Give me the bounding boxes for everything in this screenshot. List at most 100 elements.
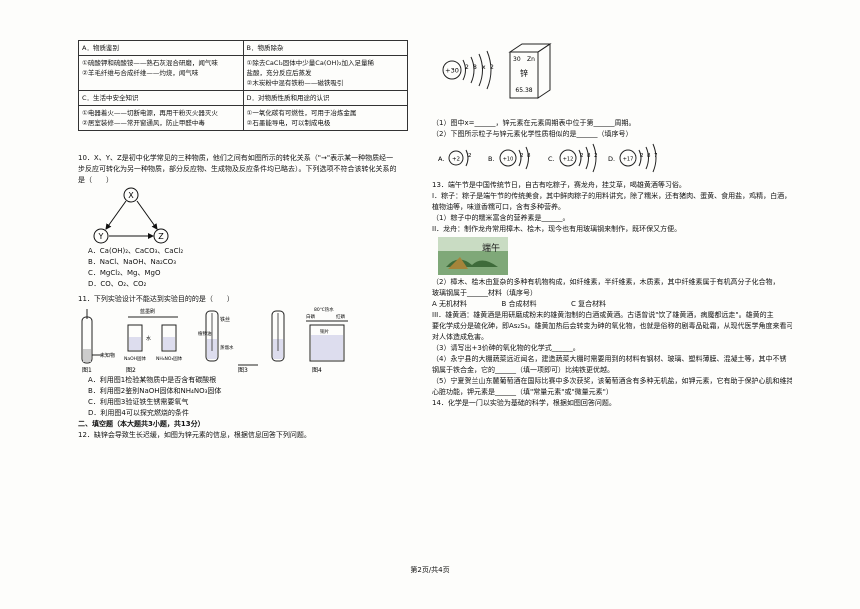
figure-2-label: 图2 (126, 367, 136, 374)
zinc-periodic-tile: 30 Zn 锌 65.38 (508, 43, 552, 99)
arrow-x-z (136, 200, 158, 230)
svg-text:D.: D. (608, 155, 615, 163)
q10-line3: 是（ ） (78, 176, 113, 184)
zinc-atom-structure: +30 2 8 x 2 (442, 50, 494, 90)
svg-text:+17: +17 (623, 157, 634, 163)
svg-text:C.: C. (548, 155, 555, 163)
svg-text:2: 2 (465, 64, 469, 71)
xyz-cycle-diagram: X Y Z (93, 187, 169, 244)
figure-2: 蓝墨刷 水 NaOH固体 NH₄NO₃固体 图2 (124, 308, 183, 374)
q10-option-b: B．NaCl、NaOH、Na₂CO₃ (88, 258, 176, 266)
cell-d-1: ①一氧化碳有可燃性，可用于冶炼金属 (246, 109, 357, 117)
node-z (153, 228, 169, 244)
q10-line2: 步反应可转化为另一种物质，部分反应物、生成物及反应条件均已略去）。下列选项不符合… (78, 165, 397, 173)
svg-text:8: 8 (527, 153, 531, 159)
svg-text:x: x (482, 64, 486, 71)
particle-a: A. +2 2 (438, 149, 472, 167)
svg-text:红磷: 红磷 (336, 313, 345, 320)
cell-b-1: ①除去CaCl₂固体中少量Ca(OH)₂加入足量稀 (246, 59, 375, 67)
figure-4-label: 图4 (312, 367, 322, 374)
svg-text:NaOH固体: NaOH固体 (124, 355, 147, 362)
q14-stem: 14．化学是一门以实验为基础的科学，根据如图回答问题。 (432, 399, 616, 407)
q10-option-a: A．Ca(OH)₂、CaCO₃、CaCl₂ (88, 247, 184, 255)
svg-text:2: 2 (580, 153, 584, 159)
svg-text:蓝墨刷: 蓝墨刷 (140, 308, 155, 315)
option-table: A．物质鉴别 ①硫酸钾和硫酸铵——熟石灰混合研磨，闻气味 ②羊毛纤维与合成纤维—… (78, 40, 408, 131)
node-x-label: X (128, 191, 134, 200)
particle-structures: A. +2 2 B. +10 2 8 C. +12 (438, 143, 658, 173)
svg-text:B.: B. (488, 155, 495, 163)
cell-d: D．对物质性质和用途的认识 ①一氧化碳有可燃性，可用于冶炼金属 ②石墨能导电，可… (242, 90, 408, 131)
svg-text:锌: 锌 (520, 68, 528, 78)
q13-line3: 植物油等，味道香糯可口，含有多种营养。 (432, 203, 565, 211)
svg-text:7: 7 (654, 153, 658, 159)
svg-text:+2: +2 (452, 157, 460, 163)
svg-text:30: 30 (513, 56, 521, 63)
figure-1: 未知物 图1 (81, 309, 115, 374)
cell-b-1b: 盐酸，充分反应后蒸发 (246, 69, 312, 77)
cell-a: A．物质鉴别 ①硫酸钾和硫酸铵——熟石灰混合研磨，闻气味 ②羊毛纤维与合成纤维—… (78, 40, 244, 91)
q13-line7: 玻璃钢属于______材料（填序号） (432, 289, 537, 297)
svg-text:2: 2 (594, 153, 598, 159)
q13-line10: 对人体造成危害。 (432, 333, 488, 341)
left-column: A．物质鉴别 ①硫酸钾和硫酸铵——熟石灰混合研磨，闻气味 ②羊毛纤维与合成纤维—… (78, 40, 410, 441)
figure-4: 80℃热水 白磷 红磷 铜片 图4 (306, 306, 348, 374)
svg-text:8: 8 (647, 153, 651, 159)
node-y-label: Y (98, 232, 104, 241)
section-2-title: 二、填空题（本大题共3小题，共13分） (78, 420, 205, 428)
cell-d-2: ②石墨能导电，可以制成电极 (246, 119, 331, 127)
particle-c: C. +12 2 8 2 (548, 143, 598, 173)
cell-a-head: A．物质鉴别 (82, 44, 119, 52)
svg-text:8: 8 (587, 153, 591, 159)
material-options: A 无机材料 B 合成材料 C 复合材料 (432, 299, 792, 310)
q13-line9: 要化学成分是硫化砷，即As₂S₃。雄黄加热后会转变为砷的氧化物，也就是俗称的剧毒… (432, 322, 792, 330)
particle-d: D. +17 2 8 7 (608, 143, 658, 173)
svg-text:水: 水 (146, 335, 151, 342)
svg-text:+10: +10 (503, 157, 514, 163)
cell-a-2: ②羊毛纤维与合成纤维——灼烧，闻气味 (82, 69, 199, 77)
q13-line1: 13．端午节是中国传统节日，自古有吃粽子，赛龙舟，挂艾草，喝雄黄酒等习俗。 (432, 181, 686, 189)
q11-option-a: A．利用图1检验某物质中是否含有碳酸根 (88, 376, 217, 384)
svg-text:2: 2 (468, 153, 472, 159)
q13-line13: 钢属于铁合金，它的______（填一项即可）比纯铁更优越。 (432, 366, 614, 374)
figure-1-label: 图1 (82, 367, 92, 374)
image-caption: 端午 (482, 242, 500, 254)
cell-a-1: ①硫酸钾和硫酸铵——熟石灰混合研磨，闻气味 (82, 59, 218, 67)
figure-3: 铁丝 植物油 蒸馏水 图3 (198, 310, 285, 374)
q12-stem: 12．缺锌会导致生长迟缓，如图为锌元素的信息，根据信息回答下列问题。 (78, 431, 311, 439)
q13-line5: II．龙舟：制作龙舟常用樟木、桧木，现今也有用玻璃钢来制作，既环保又方便。 (432, 225, 682, 233)
right-column: +30 2 8 x 2 30 Zn 锌 65.38 （1）图中x=____ (432, 40, 792, 409)
svg-text:2: 2 (640, 153, 644, 159)
q10-option-c: C．MgCl₂、Mg、MgO (88, 269, 161, 277)
cell-d-head: D．对物质性质和用途的认识 (246, 94, 330, 102)
cell-b-2: ②木炭粉中混有铁粉——磁铁吸引 (246, 79, 344, 87)
q11-option-d: D．利用图4可以探究燃烧的条件 (88, 409, 189, 417)
cell-c-head: C．生活中安全知识 (82, 94, 139, 102)
svg-text:8: 8 (473, 64, 477, 71)
svg-text:未知物: 未知物 (100, 352, 115, 359)
q13-line4: （1）粽子中的糯米富含的营养素是______。 (432, 214, 570, 222)
cell-c-1: ①电器着火——切断电源，再用干粉灭火器灭火 (82, 109, 218, 117)
svg-text:+30: +30 (445, 67, 459, 75)
cell-b: B．物质除杂 ①除去CaCl₂固体中少量Ca(OH)₂加入足量稀 盐酸，充分反应… (242, 40, 408, 91)
svg-text:80℃热水: 80℃热水 (314, 306, 334, 313)
material-option-b: B 合成材料 (501, 300, 537, 308)
page-footer: 第2页/共4页 (410, 566, 450, 574)
figure-3-label: 图3 (238, 367, 248, 374)
q10-line1: 10．X、Y、Z是初中化学常见的三种物质，他们之间有如图所示的转化关系（"→"表… (78, 154, 394, 162)
svg-text:+12: +12 (563, 157, 574, 163)
svg-text:蒸馏水: 蒸馏水 (220, 344, 234, 351)
svg-text:植物油: 植物油 (198, 330, 212, 337)
svg-text:白磷: 白磷 (306, 313, 315, 320)
node-y (93, 228, 109, 244)
material-option-c: C 复合材料 (570, 300, 607, 308)
q13-line15: 心脏功能，钾元素是______（填"常量元素"或"微量元素"） (432, 388, 613, 396)
q11-option-c: C．利用图3验证铁生锈需要氧气 (88, 398, 189, 406)
svg-text:NH₄NO₃固体: NH₄NO₃固体 (156, 355, 183, 362)
q13-line6: （2）樟木、桧木由复杂的多种有机物构成，如纤维素，半纤维素，木质素，其中纤维素属… (432, 278, 780, 286)
arrow-x-y (105, 200, 127, 230)
q13-line8: III．雄黄酒：雄黄酒是用研磨成粉末的雄黄泡制的白酒或黄酒。古语曾说"饮了雄黄酒… (432, 311, 774, 319)
q11-option-b: B．利用图2鉴别NaOH固体和NH₄NO₃固体 (88, 387, 222, 395)
cell-c-2: ②居室装修——常开窗通风，防止甲醛中毒 (82, 119, 205, 127)
